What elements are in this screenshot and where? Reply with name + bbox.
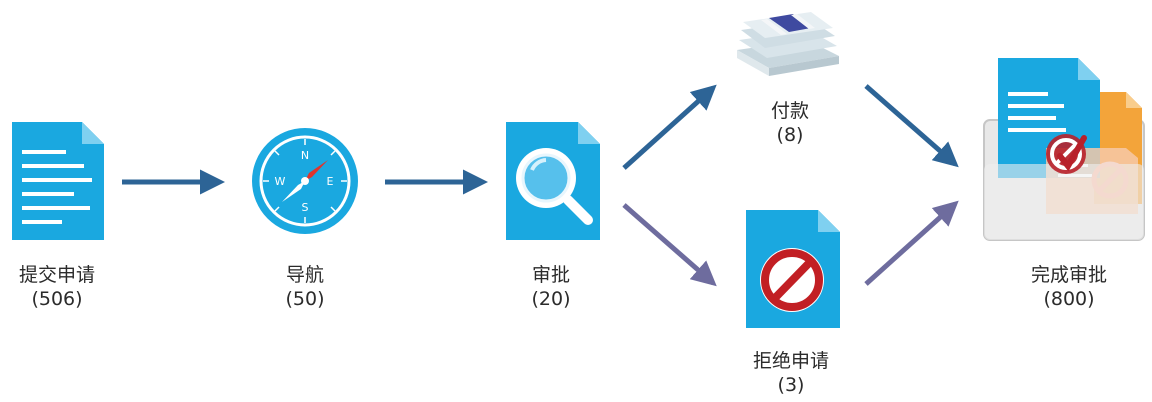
node-payment-label: 付款 (8) (710, 99, 870, 147)
node-navigate-name: 导航 (285, 264, 324, 286)
node-submit[interactable] (8, 122, 104, 240)
arrow-review-to-payment (622, 84, 717, 170)
node-complete-name: 完成审批 (1030, 264, 1107, 286)
compass-n-letter: N (301, 149, 309, 162)
node-reject-label: 拒绝申请 (3) (711, 349, 871, 397)
node-submit-name: 提交申请 (18, 264, 95, 286)
node-reject[interactable] (742, 210, 840, 328)
compass-icon: N E S W (252, 128, 358, 234)
compass-s-letter: S (302, 201, 309, 214)
arrow-reject-to-complete (864, 200, 959, 286)
node-review-name: 审批 (531, 264, 570, 286)
document-icon (12, 122, 104, 240)
node-complete-count: (800) (1043, 288, 1095, 310)
node-review-label: 审批 (20) (471, 263, 631, 311)
compass-e-letter: E (327, 175, 334, 188)
magnifier-document-icon (506, 122, 600, 240)
arrow-payment-to-complete (864, 84, 959, 168)
compass-w-letter: W (275, 175, 286, 188)
node-navigate[interactable]: N E S W (250, 126, 360, 236)
node-payment-name: 付款 (770, 100, 809, 122)
node-submit-count: (506) (31, 288, 83, 310)
arrow-review-to-reject (622, 203, 717, 287)
node-review[interactable] (502, 122, 600, 240)
node-complete-label: 完成审批 (800) (989, 263, 1149, 311)
no-entry-document-icon (746, 210, 840, 328)
node-review-count: (20) (531, 288, 571, 310)
node-reject-name: 拒绝申请 (752, 350, 829, 372)
money-stack-icon (737, 12, 839, 76)
node-navigate-label: 导航 (50) (225, 263, 385, 311)
node-submit-label: 提交申请 (506) (0, 263, 137, 311)
node-reject-count: (3) (777, 374, 805, 396)
node-payment-count: (8) (776, 124, 804, 146)
node-navigate-count: (50) (285, 288, 325, 310)
node-complete[interactable] (980, 54, 1148, 244)
inbox-tray-icon (983, 58, 1145, 241)
node-payment[interactable] (733, 10, 843, 80)
